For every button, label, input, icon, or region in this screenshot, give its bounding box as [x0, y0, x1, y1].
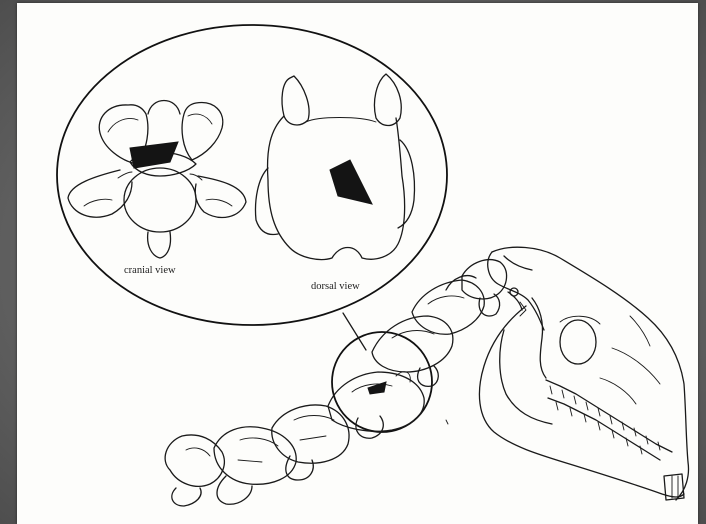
dorsal-view-label: dorsal view — [311, 281, 360, 292]
cranial-view-vertebra — [68, 101, 246, 259]
inset-connector-line — [343, 313, 366, 350]
cranial-view-label: cranial view — [124, 265, 176, 276]
cervical-spine — [165, 260, 506, 506]
paper-speck — [446, 420, 448, 424]
magnified-inset-ellipse — [57, 25, 447, 325]
dorsal-view-vertebra — [256, 74, 415, 260]
horse-skull — [479, 247, 688, 500]
